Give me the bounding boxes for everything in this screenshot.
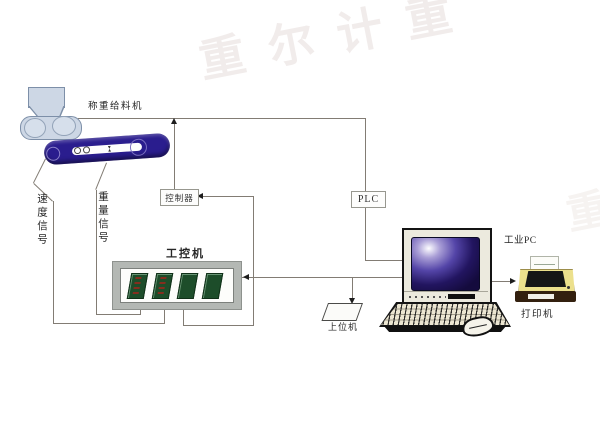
- monitor-badge-bar: [448, 294, 475, 299]
- printer-label: 打印机: [521, 310, 555, 320]
- weight-signal-line-v: [96, 190, 97, 314]
- belt-idler-2-icon: [82, 146, 91, 154]
- speed-signal-label: 速度信号: [36, 193, 47, 247]
- controller-feedback-line-v: [253, 196, 254, 325]
- belt-right-roller-icon: [129, 138, 148, 157]
- belt-idler-1-icon: [73, 146, 82, 155]
- plc-drop-line-upper: [365, 118, 366, 192]
- ipc-card-1-print: [132, 277, 142, 294]
- arrow-left-ipc-icon: [243, 274, 249, 280]
- arrow-right-printer-icon: [510, 278, 516, 284]
- ipc-bottom-loop-v: [183, 308, 184, 325]
- monitor-screen: [411, 237, 480, 291]
- plc-to-monitor-line: [365, 260, 403, 261]
- monitor-to-printer-line: [489, 281, 510, 282]
- belt-sensor-mark-icon: [108, 146, 111, 152]
- host-branch-line: [352, 277, 353, 299]
- host-computer-label: 上位机: [328, 322, 359, 332]
- speed-signal-line-up: [164, 305, 165, 323]
- belt-left-roller-icon: [45, 146, 61, 162]
- weight-signal-label: 重量信号: [97, 191, 108, 245]
- speed-signal-line-d1: [33, 158, 46, 184]
- arrow-up-topline-icon: [171, 118, 177, 124]
- ipc-to-monitor-line: [240, 277, 403, 278]
- controller-feedback-line-h: [201, 196, 254, 197]
- speed-signal-line-v: [53, 201, 54, 323]
- ipc-bottom-loop-h: [183, 325, 254, 326]
- plc-label: PLC: [357, 194, 380, 205]
- watermark-edge-text: 重: [562, 186, 600, 240]
- arrow-down-host-icon: [349, 298, 355, 304]
- controller-to-topline-line: [174, 120, 175, 189]
- watermark-text: 重尔计重: [195, 0, 480, 88]
- monitor-vent-icon: [409, 296, 446, 298]
- mouse-button-line: [469, 324, 487, 329]
- feeder-hopper-top: [28, 87, 65, 108]
- printer-knob-icon: [567, 286, 570, 289]
- feeder-to-plc-line: [78, 118, 366, 119]
- keyboard-foot: [383, 326, 507, 332]
- feeder-label: 称重给料机: [88, 102, 144, 112]
- weight-signal-line-d: [95, 162, 107, 190]
- feeder-roller-right: [52, 116, 76, 136]
- printer-base-slot: [528, 294, 554, 299]
- monitor-bezel-line: [404, 291, 488, 292]
- ipc-card-2-print: [157, 277, 167, 294]
- plc-drop-line-lower: [365, 206, 366, 261]
- controller-label: 控制器: [165, 192, 194, 203]
- ipc-label: 工控机: [166, 248, 205, 260]
- weight-signal-line-h: [96, 314, 141, 315]
- industrial-pc-label: 工业PC: [504, 236, 537, 246]
- plc-box: PLC: [351, 191, 386, 208]
- arrow-left-controller-icon: [197, 193, 203, 199]
- printer-roller: [525, 271, 566, 287]
- feeder-roller-left: [24, 118, 46, 138]
- host-computer-sheet: [321, 303, 363, 321]
- controller-box: 控制器: [160, 189, 199, 206]
- speed-signal-line-h: [53, 323, 165, 324]
